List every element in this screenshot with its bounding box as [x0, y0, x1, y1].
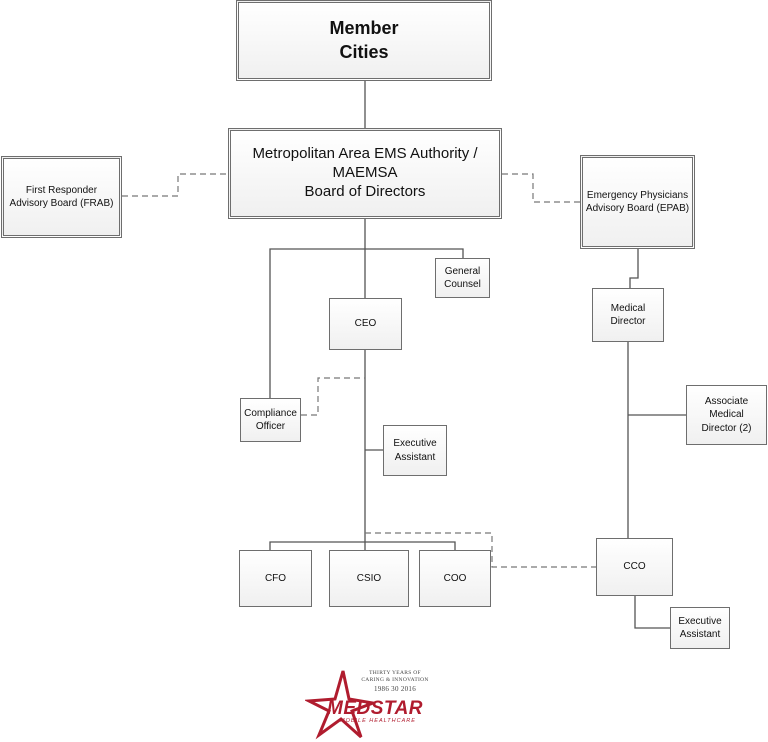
line-cxo-bar: [269, 541, 456, 550]
medical-director-box: Medical Director: [592, 288, 664, 342]
logo-line2: CARING & INNOVATION: [361, 677, 429, 683]
logo-tagline: MOBILE HEALTHCARE: [340, 718, 416, 724]
cfo-box: CFO: [239, 550, 312, 607]
general-counsel-box: General Counsel: [435, 258, 490, 298]
associate-medical-director-box: Associate Medical Director (2): [686, 385, 767, 445]
dash-frab-board: [122, 173, 228, 197]
line-board-counsel: [365, 248, 464, 258]
frab-box: First Responder Advisory Board (FRAB): [1, 156, 122, 238]
member-cities-box: Member Cities: [236, 0, 492, 81]
medstar-logo: THIRTY YEARS OF CARING & INNOVATION 1986…: [305, 665, 435, 740]
dash-compliance-ceo: [301, 377, 365, 416]
line-epab-meddir: [629, 248, 639, 288]
executive-assistant-ceo-box: Executive Assistant: [383, 425, 447, 476]
executive-assistant-cco-box: Executive Assistant: [670, 607, 730, 649]
dash-ceo-cco: [365, 532, 596, 568]
board-of-directors-box: Metropolitan Area EMS Authority / MAEMSA…: [228, 128, 502, 219]
csio-box: CSIO: [329, 550, 409, 607]
star-icon: [305, 670, 375, 740]
line-cco-assistant: [634, 596, 670, 629]
logo-brand: MEDSTAR: [327, 698, 424, 719]
cco-box: CCO: [596, 538, 673, 596]
coo-box: COO: [419, 550, 491, 607]
dash-board-epab: [502, 173, 581, 203]
epab-box: Emergency Physicians Advisory Board (EPA…: [580, 155, 695, 249]
logo-years: 1986 30 2016: [373, 685, 417, 693]
ceo-box: CEO: [329, 298, 402, 350]
compliance-officer-box: Compliance Officer: [240, 398, 301, 442]
line-board-compliance: [269, 248, 365, 398]
logo-line1: THIRTY YEARS OF: [369, 670, 421, 676]
